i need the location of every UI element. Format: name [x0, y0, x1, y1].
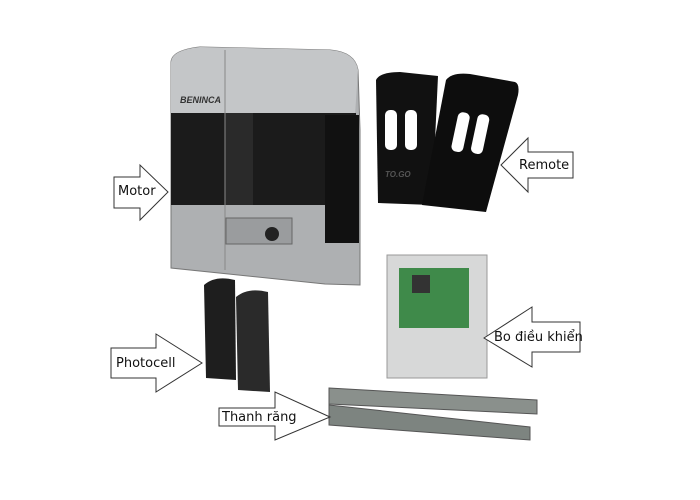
remote-controls: [376, 72, 519, 212]
motor-unit: [170, 46, 361, 286]
remote-model-logo: TO.GO: [385, 170, 411, 179]
gear-rack: [328, 387, 538, 441]
rack-arrow: [218, 391, 332, 441]
control-board: [386, 254, 488, 379]
rack-label: Thanh răng: [222, 410, 297, 425]
photocell-arrow: [110, 333, 203, 393]
control-board-arrow: [483, 306, 581, 368]
control-board-label: Bo điều khiển: [494, 330, 583, 345]
photocell-label: Photocell: [116, 356, 176, 371]
motor-arrow: [113, 163, 169, 222]
brand-logo: BENINCA: [180, 95, 222, 105]
remote-label: Remote: [519, 158, 570, 173]
photocells: [204, 278, 270, 392]
remote-arrow: [500, 136, 574, 194]
motor-label: Motor: [118, 184, 156, 199]
